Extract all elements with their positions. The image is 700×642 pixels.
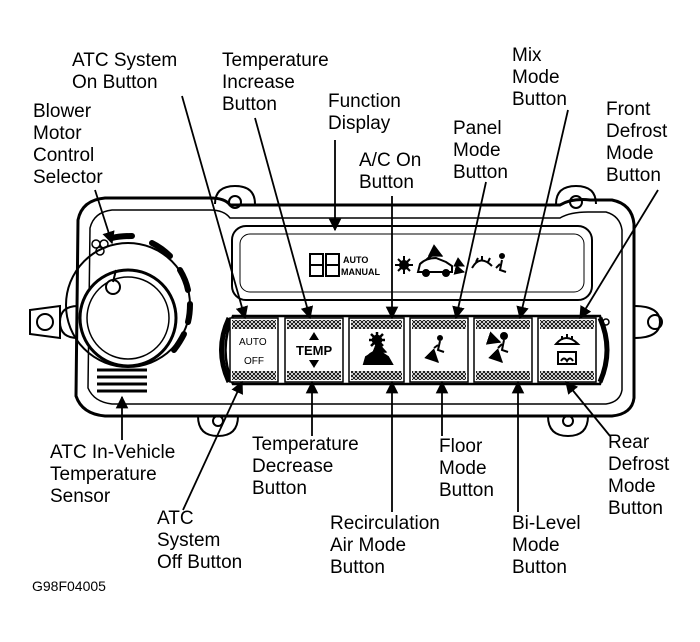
leader-mix-mode xyxy=(516,109,569,320)
ac-recirc-button[interactable] xyxy=(348,317,405,383)
mount-tab-top-left xyxy=(214,184,256,209)
display-car-recirc-icon xyxy=(416,244,453,277)
leader-atc-on xyxy=(181,95,248,320)
leader-blower xyxy=(94,189,115,245)
temp-down-arrow-icon xyxy=(309,360,319,368)
leader-atc-off xyxy=(182,380,243,511)
mount-tab-top-right xyxy=(555,184,597,209)
front-defrost-icon xyxy=(553,334,581,345)
function-display: AUTO MANUAL xyxy=(231,225,593,301)
display-seated-figure-icon xyxy=(495,253,507,273)
blower-motor-selector[interactable] xyxy=(65,233,193,368)
display-digits xyxy=(309,253,340,277)
temp-button[interactable]: TEMP xyxy=(284,317,344,383)
atc-sensor-grille xyxy=(97,368,147,393)
leader-lines xyxy=(94,95,659,512)
blower-speed-scale xyxy=(109,233,193,353)
floor-mode-icon xyxy=(424,335,445,363)
panel-bezel xyxy=(29,184,663,438)
leader-rear-defrost xyxy=(565,381,611,437)
bilevel-mode-button[interactable] xyxy=(473,317,533,383)
temp-up-arrow-icon xyxy=(309,332,319,340)
recirc-car-icon xyxy=(362,340,394,365)
leader-front-defrost xyxy=(579,189,659,320)
off-label: OFF xyxy=(244,356,264,367)
temp-label: TEMP xyxy=(296,343,332,358)
auto-label: AUTO xyxy=(239,337,267,348)
ac-snowflake-icon xyxy=(369,332,385,348)
bilevel-mode-icon xyxy=(485,331,509,363)
mount-tab-left xyxy=(29,304,79,340)
display-fan-icon xyxy=(395,256,413,274)
leader-temp-increase xyxy=(254,117,314,320)
button-rail xyxy=(219,314,610,386)
defrost-button[interactable] xyxy=(537,317,597,383)
rear-defrost-icon xyxy=(557,351,577,365)
display-auto-text: AUTO xyxy=(343,255,368,265)
display-defrost-icon xyxy=(471,256,493,269)
auto-off-button[interactable]: AUTO OFF xyxy=(229,317,279,383)
display-airflow-arrows-icon xyxy=(453,257,466,275)
figure-id: G98F04005 xyxy=(32,578,106,594)
mount-tab-bottom-right xyxy=(547,415,589,438)
mount-tab-right xyxy=(633,305,663,339)
display-manual-text: MANUAL xyxy=(341,267,380,277)
leader-panel-mode xyxy=(452,181,487,320)
floor-mode-button[interactable] xyxy=(409,317,469,383)
